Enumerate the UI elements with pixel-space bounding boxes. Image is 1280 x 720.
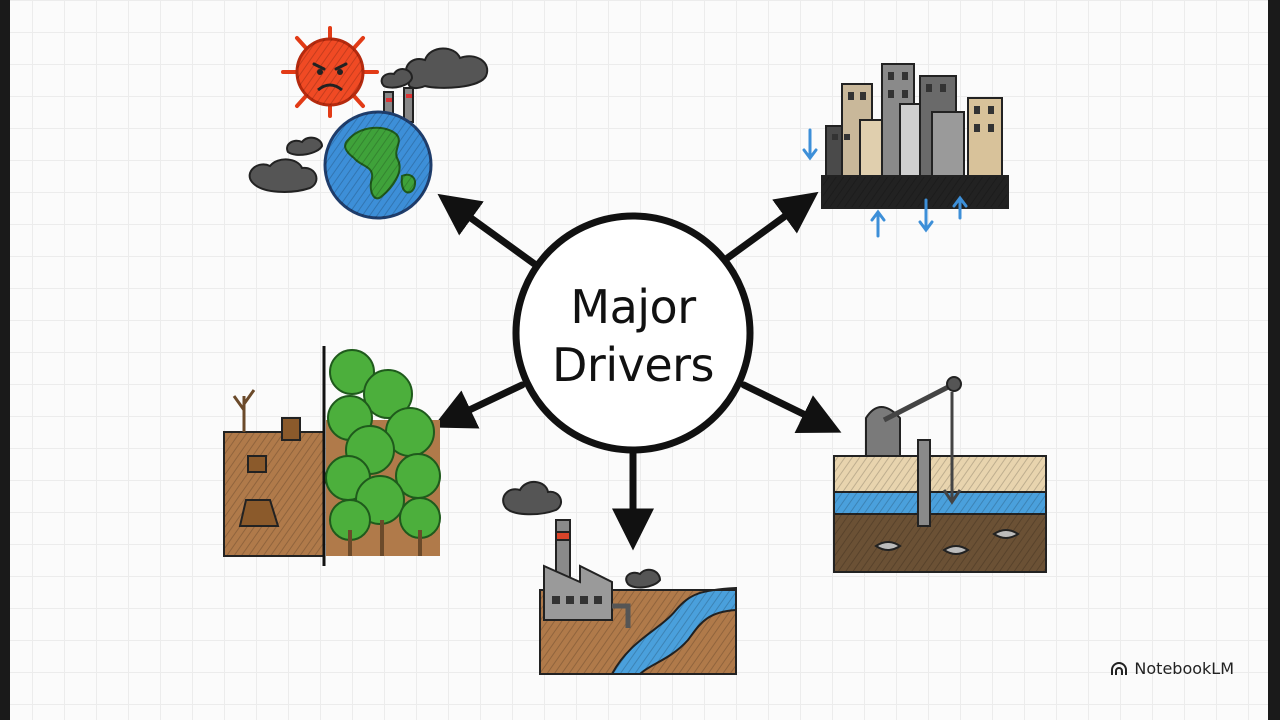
left-frame-bar xyxy=(0,0,10,720)
brand-name: NotebookLM xyxy=(1134,659,1234,678)
industrial-pollution-icon xyxy=(502,481,737,675)
arrow-to-groundwater xyxy=(740,381,842,434)
center-circle xyxy=(512,212,754,454)
arrow-to-urbanization xyxy=(718,191,819,266)
notebooklm-logo-icon xyxy=(1111,661,1128,675)
deforestation-icon xyxy=(223,346,441,566)
climate-change-icon xyxy=(248,26,489,220)
right-frame-bar xyxy=(1268,0,1280,720)
urbanization-icon xyxy=(802,63,1009,238)
center-title-line-2: Drivers xyxy=(551,338,715,392)
center-title-line-1: Major xyxy=(570,280,696,334)
groundwater-extraction-icon xyxy=(833,376,1047,573)
arrow-to-climate xyxy=(437,193,544,272)
brand-badge: NotebookLM xyxy=(1110,659,1234,678)
arrow-to-deforestation xyxy=(432,381,526,429)
center-title: Major Drivers xyxy=(515,278,751,394)
arrows xyxy=(432,191,842,551)
